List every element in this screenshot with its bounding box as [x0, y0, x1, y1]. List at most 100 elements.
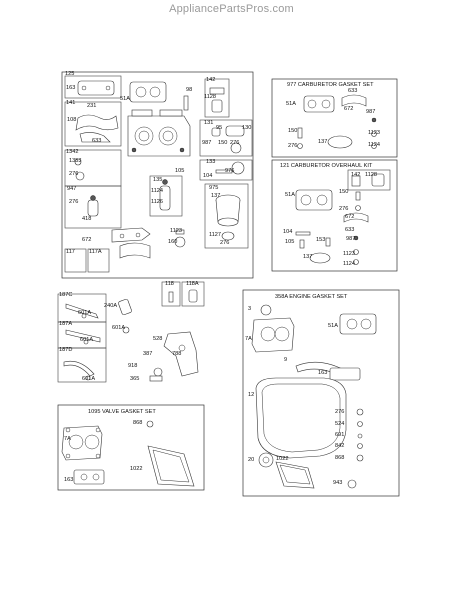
carburetor-assembly-section [61, 71, 254, 279]
part-label: 601A [112, 325, 125, 331]
part-label: 601A [78, 310, 91, 316]
part-label: 133 [206, 159, 215, 165]
part-label: 137 [303, 254, 312, 260]
part-label: 276 [339, 206, 348, 212]
part-label: 142 [351, 172, 360, 178]
part-label: 1342 [66, 149, 78, 155]
part-label: 276 [335, 409, 344, 415]
part-label: 276 [288, 143, 297, 149]
part-label: 365 [130, 376, 139, 382]
part-label: 633 [348, 88, 357, 94]
part-label: 117 [66, 249, 75, 255]
part-label: 187C [59, 292, 72, 298]
gasket977-title: 977 CARBURETOR GASKET SET [287, 82, 374, 88]
part-label: 1128 [204, 94, 216, 100]
part-label: 163 [66, 85, 75, 91]
part-label: 987 [366, 109, 375, 115]
part-label: 105 [175, 168, 184, 174]
part-label: 672 [82, 237, 91, 243]
part-label: 868 [335, 455, 344, 461]
part-label: 987 [346, 236, 355, 242]
part-label: 153 [316, 237, 325, 243]
part-label: 240A [104, 303, 117, 309]
part-label: 672 [344, 106, 353, 112]
part-label: 1022 [276, 456, 288, 462]
part-label: 160 [168, 239, 177, 245]
site-watermark: AppliancePartsPros.com [169, 3, 294, 15]
part-label: 947 [67, 186, 76, 192]
part-label: 276 [69, 199, 78, 205]
part-label: 187D [59, 347, 72, 353]
part-label: 150 [218, 140, 227, 146]
part-label: 118A [186, 281, 199, 287]
part-label: 104 [203, 173, 212, 179]
part-label: 1126 [151, 199, 163, 205]
carburetor-gasket-set-section [271, 78, 398, 158]
engine358A-title: 358A ENGINE GASKET SET [275, 294, 348, 300]
part-label: 20 [248, 457, 254, 463]
part-label: 276 [230, 140, 239, 146]
part-label: 51A [120, 96, 130, 102]
part-label: 788 [172, 351, 181, 357]
linkage-section [57, 281, 205, 383]
part-label: 524 [335, 421, 344, 427]
part-label: 975 [209, 185, 218, 191]
part-label: 842 [335, 443, 344, 449]
part-label: 918 [128, 363, 137, 369]
part-label: 418 [82, 216, 91, 222]
part-label: 1123 [368, 130, 380, 136]
part-label: 137 [211, 193, 220, 199]
part-label: 387 [143, 351, 152, 357]
part-label: 1353 [69, 158, 81, 164]
part-label: 51A [286, 101, 296, 107]
part-label: 1127 [209, 232, 221, 238]
part-label: 691 [335, 432, 344, 438]
part-label: 108 [67, 117, 76, 123]
part-label: 672 [345, 214, 354, 220]
part-label: 131 [204, 120, 213, 126]
part-label: 137 [318, 139, 327, 145]
part-label: 135 [153, 177, 162, 183]
part-label: 601A [80, 337, 93, 343]
part-label: 1124 [343, 261, 355, 267]
part-label: 976 [225, 168, 234, 174]
part-label: 276 [69, 171, 78, 177]
part-label: 117A [89, 249, 102, 255]
part-label: 601A [82, 376, 95, 382]
part-label: 3 [248, 306, 251, 312]
valve-gasket-set-section [57, 404, 205, 491]
part-label: 12 [248, 392, 254, 398]
part-label: 150 [339, 189, 348, 195]
part-label: 7A [64, 436, 71, 442]
part-label: 130 [242, 125, 251, 131]
part-label: 1123 [170, 228, 182, 234]
part-label: 231 [87, 103, 96, 109]
part-label: 276 [220, 240, 229, 246]
part-label: 163 [64, 477, 73, 483]
part-label: 95 [216, 125, 222, 131]
valve1095-title: 1095 VALVE GASKET SET [88, 409, 156, 415]
part-label: 1124 [368, 142, 380, 148]
part-label: 868 [133, 420, 142, 426]
part-label: 1124 [151, 188, 163, 194]
engine-gasket-set-section [242, 289, 400, 497]
part-label: 1123 [343, 251, 355, 257]
part-label: 7A [245, 336, 252, 342]
part-label: 943 [333, 480, 342, 486]
carburetor-overhaul-kit-section [271, 159, 398, 272]
part-label: 104 [283, 229, 292, 235]
part-label: 98 [186, 87, 192, 93]
part-label: 51A [285, 192, 295, 198]
part-label: 142 [206, 77, 215, 83]
part-label: 125 [65, 71, 74, 77]
part-label: 987 [202, 140, 211, 146]
part-label: 150 [288, 128, 297, 134]
part-label: 9 [284, 357, 287, 363]
part-label: 1128 [365, 172, 377, 178]
part-label: 633 [345, 227, 354, 233]
part-label: 141 [66, 100, 75, 106]
overhaul121-title: 121 CARBURETOR OVERHAUL KIT [280, 163, 373, 169]
part-label: 187A [59, 321, 72, 327]
part-label: 633 [92, 138, 101, 144]
